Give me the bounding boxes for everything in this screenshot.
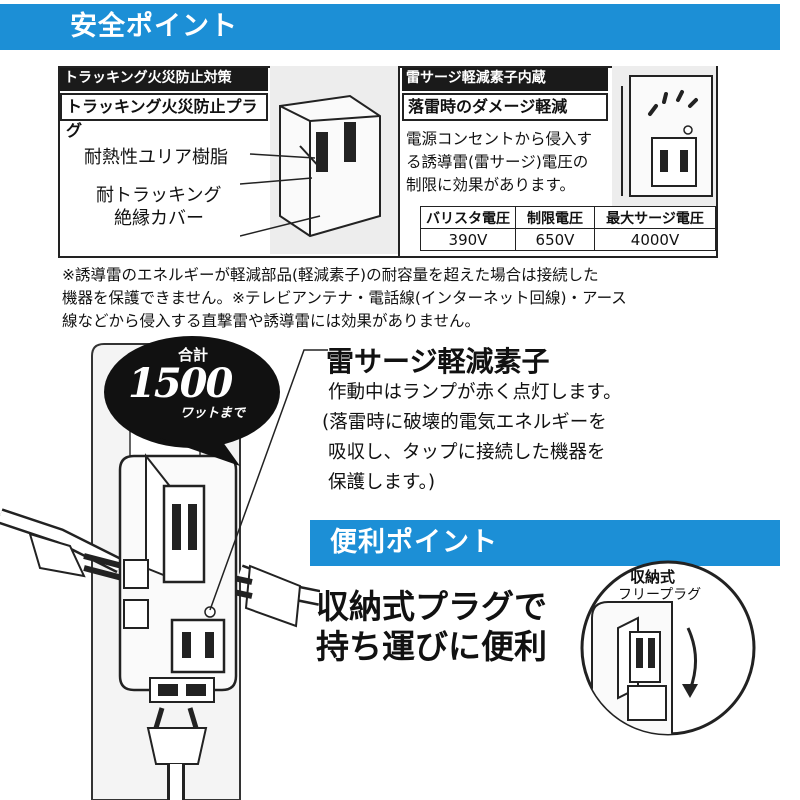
spec-header-limit: 制限電圧	[515, 206, 595, 229]
lamp-callout-line	[209, 349, 328, 611]
spec-header-max: 最大サージ電圧	[594, 206, 716, 229]
wattage-badge-number: 1500	[128, 360, 233, 407]
spec-header-varistor: バリスタ電圧	[420, 206, 516, 229]
surge-desc-line1: 電源コンセントから侵入す	[406, 130, 593, 148]
spec-header-row: バリスタ電圧 制限電圧 最大サージ電圧	[420, 206, 716, 229]
note-line3: 線などから侵入する直撃雷や誘導雷には効果がありません。	[62, 312, 481, 330]
feature-line4: 保護します。)	[328, 472, 436, 493]
material-label: 耐熱性ユリア樹脂	[84, 147, 228, 168]
inset-label-line2: フリープラグ	[618, 587, 702, 603]
note-line1: ※誘導雷のエネルギーが軽減部品(軽減素子)の耐容量を超えた場合は接続した	[62, 266, 599, 284]
spec-value-row: 390V 650V 4000V	[420, 228, 716, 251]
safety-banner-label: 安全ポイント	[70, 11, 238, 42]
convenience-banner: 便利ポイント	[310, 520, 780, 566]
surge-title: 雷サージ軽減素子内蔵	[402, 68, 608, 91]
surge-desc-line2: る誘導雷(雷サージ)電圧の	[406, 153, 589, 171]
cover-label-line1: 耐トラッキング	[96, 185, 222, 206]
product-illustration	[0, 343, 320, 800]
tracking-plug-illustration	[240, 66, 398, 254]
safety-banner: 安全ポイント	[0, 4, 780, 50]
convenience-headline-line1: 収納式プラグで	[316, 587, 547, 626]
feature-line3: 吸収し、タップに接続した機器を	[328, 442, 606, 463]
cover-label-line2: 絶縁カバー	[114, 208, 204, 229]
feature-line1: 作動中はランプが赤く点灯します。	[328, 382, 622, 403]
section-divider	[398, 66, 400, 258]
convenience-headline-line2: 持ち運びに便利	[316, 627, 547, 666]
tracking-subtitle: トラッキング火災防止プラグ	[60, 93, 268, 140]
spec-value-varistor: 390V	[420, 228, 516, 251]
inset-label-line1: 収納式	[630, 568, 676, 586]
surge-spec-table: バリスタ電圧 制限電圧 最大サージ電圧 390V 650V 4000V	[420, 206, 716, 251]
feature-title: 雷サージ軽減素子	[326, 345, 550, 378]
surge-tap-illustration	[612, 66, 716, 206]
tracking-title: トラッキング火災防止対策	[60, 68, 268, 91]
retractable-plug-inset	[580, 560, 756, 736]
wattage-badge-bubble	[104, 336, 280, 466]
convenience-banner-label: 便利ポイント	[330, 527, 498, 558]
wattage-badge-top: 合計	[178, 346, 209, 364]
spec-value-max: 4000V	[594, 228, 716, 251]
feature-line2: (落雷時に破壊的電気エネルギーを	[322, 412, 607, 433]
wattage-badge-bottom: ワットまで	[180, 406, 246, 421]
surge-desc-line3: 制限に効果があります。	[406, 176, 575, 194]
spec-value-limit: 650V	[515, 228, 595, 251]
surge-subtitle: 落雷時のダメージ軽減	[402, 93, 608, 121]
note-line2: 機器を保護できません。※テレビアンテナ・電話線(インターネット回線)・アース	[62, 289, 627, 307]
